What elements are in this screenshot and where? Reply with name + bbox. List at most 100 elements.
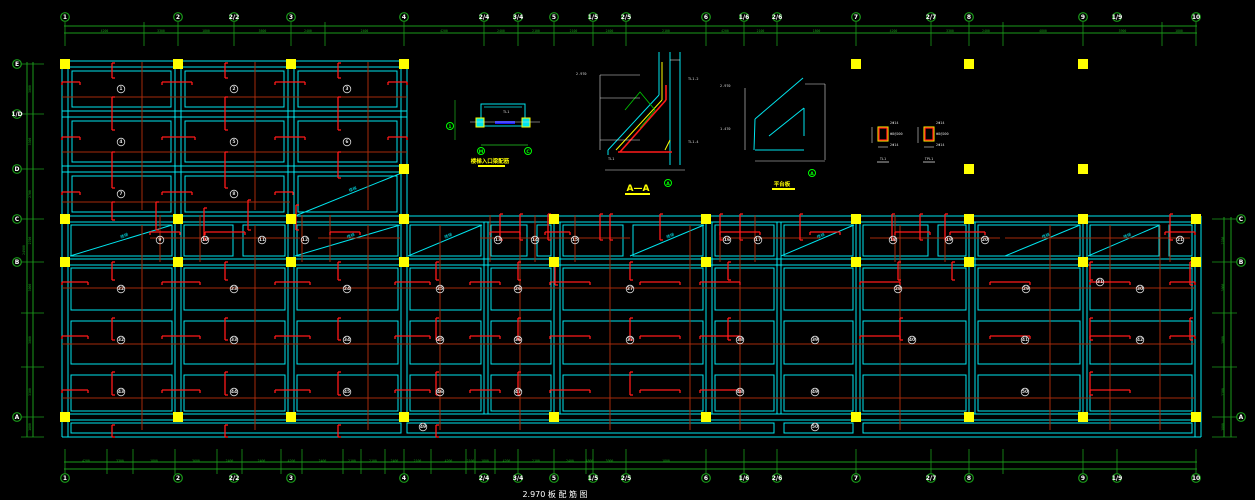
axis-bubble — [1236, 257, 1246, 267]
slab-id-circle — [342, 137, 352, 147]
axis-bubble — [1236, 412, 1246, 422]
slab-id-44: 44 — [229, 387, 239, 397]
top-rebar-horizontal — [489, 231, 521, 235]
axis-bubble — [513, 12, 523, 22]
axis-bubble — [1112, 12, 1122, 22]
stair-diagonal — [69, 224, 173, 257]
axis-bubble — [1078, 473, 1088, 483]
column — [286, 412, 296, 422]
column — [1078, 164, 1088, 174]
axis-bubble — [926, 12, 936, 22]
dimension-text: 4200 — [440, 29, 448, 33]
top-rebar-horizontal — [161, 281, 201, 285]
slab-id-circle — [116, 84, 126, 94]
column — [1191, 412, 1201, 422]
axis-label-7: 7 — [854, 14, 858, 21]
axis-label-4: 4 — [402, 475, 406, 482]
axis-bubble — [12, 164, 22, 174]
top-rebar-vertical — [224, 371, 228, 396]
slab-panel — [977, 267, 1081, 311]
axis-label-1/D: 1/D — [11, 111, 22, 118]
column — [701, 214, 711, 224]
dimension-text: 4800 — [1039, 29, 1047, 33]
slab-id-11: 11 — [257, 235, 267, 245]
stair-diagonal — [1004, 224, 1081, 257]
beam-outline — [480, 103, 526, 127]
slab-id-34: 34 — [342, 335, 352, 345]
slab-id-circle — [116, 335, 126, 345]
axis-label-3: 3 — [289, 475, 293, 482]
axis-bubble — [12, 412, 22, 422]
top-rebar-vertical — [337, 62, 341, 79]
axis-label-1/9: 1/9 — [1112, 475, 1123, 482]
top-rebar-horizontal — [989, 281, 1031, 285]
dimension-text: 1800 — [1221, 423, 1225, 431]
axis-bubble — [477, 147, 485, 155]
slab-id-1: 1 — [116, 84, 126, 94]
slab-panel — [409, 267, 482, 311]
stair-label: 楼梯 — [346, 231, 356, 240]
top-rebar-horizontal — [161, 81, 193, 85]
slab-id-text: 33 — [231, 337, 237, 343]
axis-label: M — [479, 149, 484, 155]
dimension-text: 4200 — [445, 459, 453, 463]
axis-bubble — [964, 473, 974, 483]
axis-bubble — [524, 147, 532, 155]
slab-id-text: 24 — [344, 286, 350, 292]
axis-label-2/6: 2/6 — [772, 475, 783, 482]
dimension-text: 2400 — [361, 29, 369, 33]
label: Φ8@200 — [890, 132, 903, 136]
slab-id-circle — [1020, 335, 1030, 345]
detail-title: A—A — [627, 184, 650, 194]
column — [851, 412, 861, 422]
axis-bubble — [60, 473, 70, 483]
slab-id-41: 41 — [1020, 335, 1030, 345]
slab-id-text: 26 — [515, 286, 521, 292]
dimension-text: 2400 — [497, 29, 505, 33]
top-rebar-vertical — [891, 213, 895, 241]
slab-id-text: 44 — [231, 389, 237, 395]
axis-label-1/5: 1/5 — [588, 14, 599, 21]
slab-id-text: 45 — [344, 389, 350, 395]
axis-bubble — [446, 122, 454, 130]
axis-bubble — [772, 473, 782, 483]
slab-section — [495, 121, 515, 124]
slab-panel — [1089, 320, 1193, 365]
top-rebar-horizontal — [469, 389, 501, 393]
top-rebar-horizontal — [161, 389, 201, 393]
label: TL1-2 — [688, 77, 699, 81]
slab-id-circle — [625, 284, 635, 294]
top-rebar-horizontal — [329, 231, 361, 235]
column — [1078, 257, 1088, 267]
axis-bubble — [588, 473, 598, 483]
top-rebar-vertical — [739, 213, 743, 241]
slab-panel — [783, 320, 854, 365]
dimension-text: 2400 — [319, 459, 327, 463]
slab-id-circle — [435, 387, 445, 397]
top-rebar-vertical — [629, 371, 633, 396]
axis-label-3/4: 3/4 — [513, 475, 524, 482]
slab-panel — [862, 267, 967, 311]
slab-panel — [297, 120, 398, 163]
slab-panel — [71, 120, 172, 163]
axis-label-2/4: 2/4 — [479, 14, 490, 21]
axis-bubble — [173, 473, 183, 483]
label: 2Φ14 — [890, 143, 898, 147]
slab-id-28: 28 — [893, 284, 903, 294]
top-rebar-vertical — [111, 371, 115, 396]
slab-panel — [862, 374, 967, 412]
slab-id-4: 4 — [116, 137, 126, 147]
slab-id-circle — [513, 387, 523, 397]
top-rebar-vertical — [337, 317, 341, 341]
column — [851, 214, 861, 224]
column — [399, 257, 409, 267]
top-rebar-horizontal — [949, 231, 986, 235]
top-rebar-horizontal — [549, 335, 591, 339]
axis-label-2/7: 2/7 — [926, 475, 937, 482]
slab-id-circle — [570, 235, 580, 245]
stair-label: 楼梯 — [665, 231, 675, 240]
top-rebar-vertical — [224, 96, 228, 131]
dimension-text: 2100 — [369, 459, 377, 463]
